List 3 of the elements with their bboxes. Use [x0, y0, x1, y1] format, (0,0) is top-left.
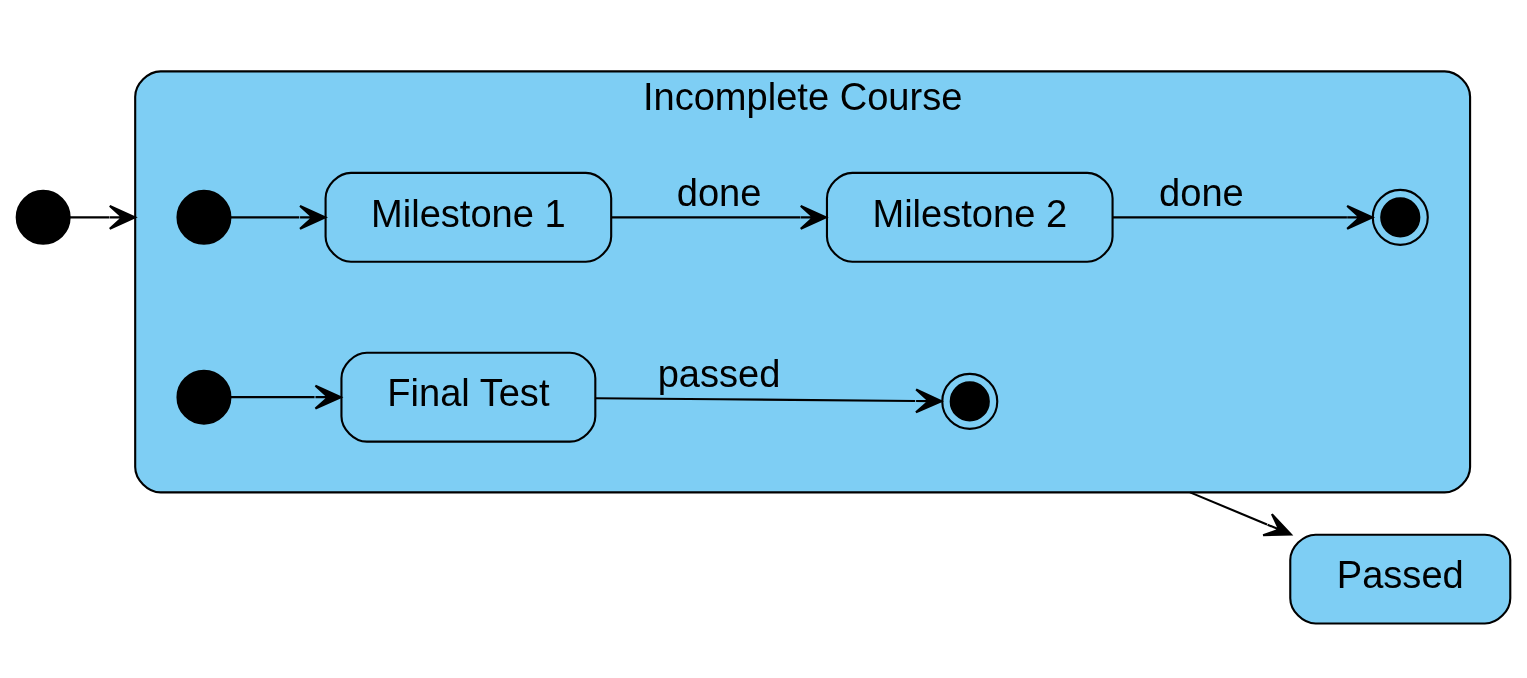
edge-label: done — [676, 171, 762, 214]
edge-label: done — [1159, 171, 1244, 214]
edge-label: passed — [657, 353, 781, 396]
